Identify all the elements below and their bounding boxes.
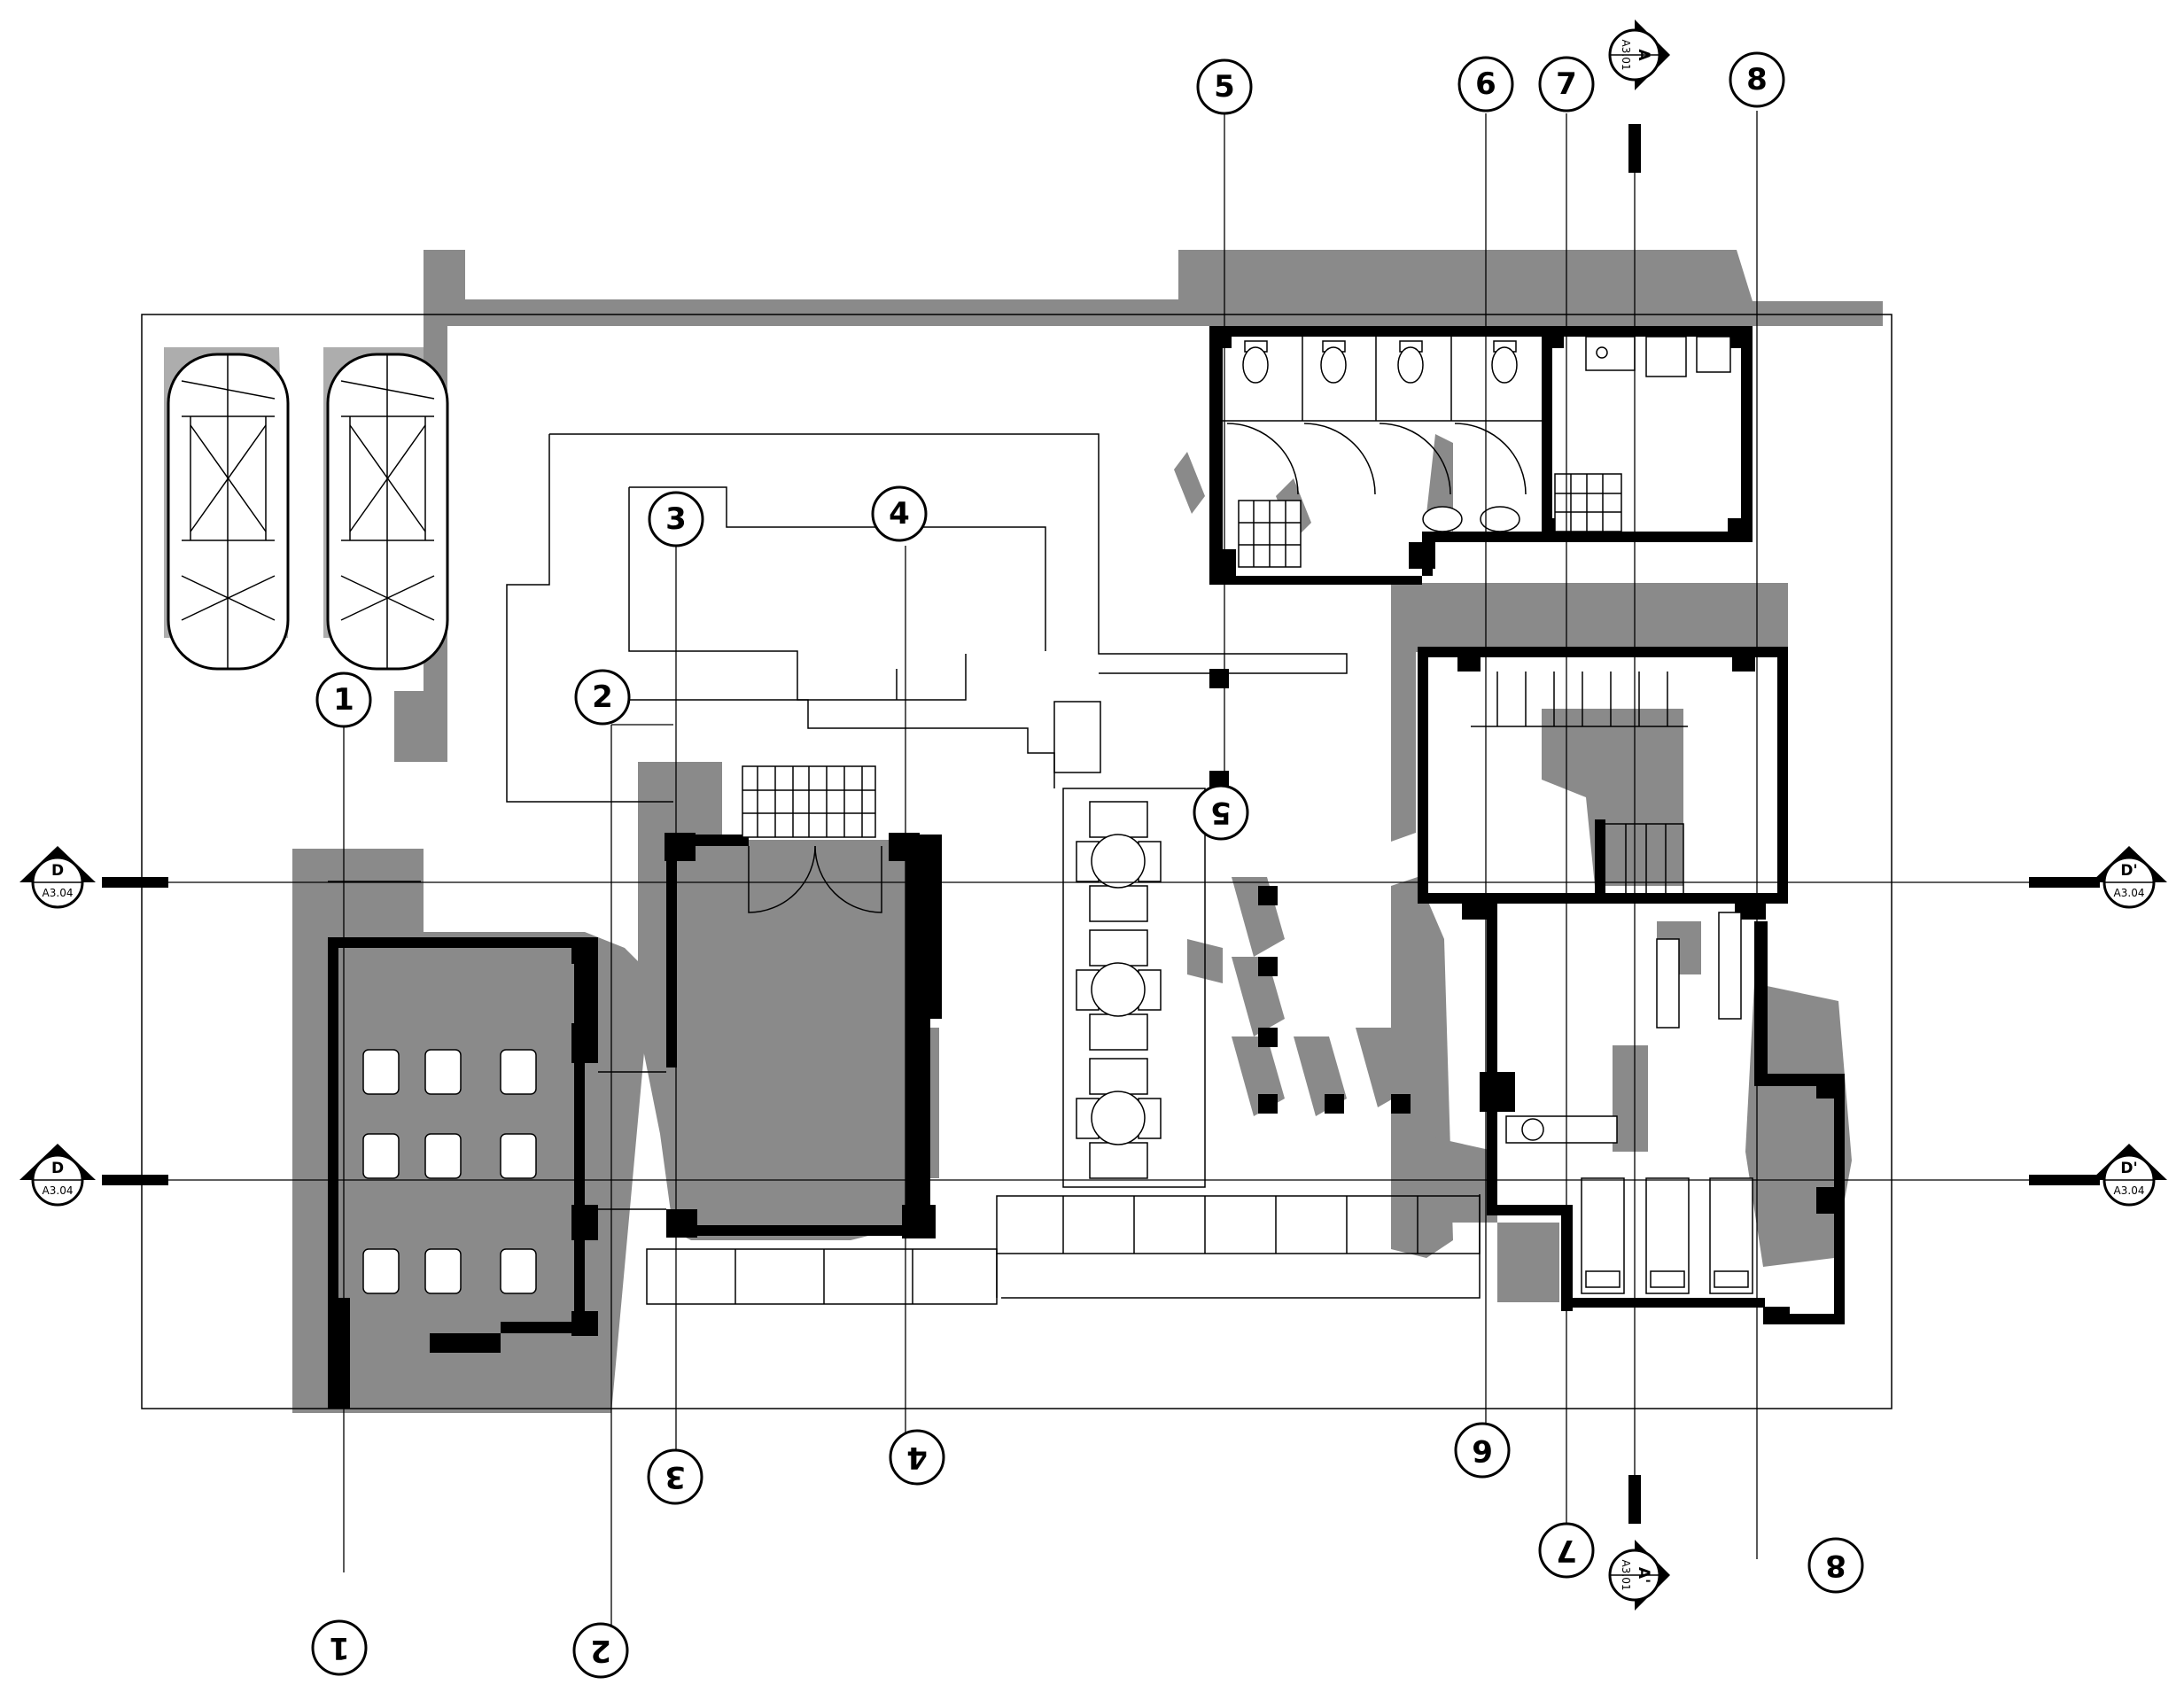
section-mark-d-lower-right: D' A3.04 — [2029, 1144, 2167, 1207]
svg-text:D': D' — [2120, 1160, 2137, 1177]
svg-text:A3.04: A3.04 — [2114, 1184, 2145, 1197]
section-mark-d-upper-right: D' A3.04 — [2029, 846, 2167, 909]
grid-bubble-2-top: 2 — [574, 669, 631, 726]
grid-bubble-1-bottom: 1 — [311, 1619, 368, 1676]
sink-icon — [1480, 506, 1520, 532]
armchair-icon — [362, 1133, 400, 1179]
svg-text:5: 5 — [1210, 795, 1232, 830]
grid-bubble-4-top: 4 — [871, 485, 928, 542]
grid-bubble-3-bottom: 3 — [647, 1448, 703, 1505]
grid-bubbles: 1 2 3 4 5 6 7 8 5 1 2 3 4 6 7 8 — [311, 51, 1864, 1679]
armchair-icon — [424, 1049, 462, 1095]
staircase — [1471, 672, 1688, 893]
dining-table-icon — [1076, 929, 1162, 1051]
grid-bubble-4-bottom: 4 — [889, 1429, 945, 1486]
svg-text:D: D — [51, 1160, 64, 1177]
svg-text:2: 2 — [590, 1633, 611, 1668]
svg-text:1: 1 — [329, 1630, 350, 1665]
grid-bubble-5-mid: 5 — [1193, 784, 1249, 841]
grid-bubble-6-top: 6 — [1457, 56, 1514, 113]
svg-text:7: 7 — [1556, 66, 1577, 102]
armchair-icon — [362, 1049, 400, 1095]
kitchen-sink-icon — [1585, 336, 1636, 371]
armchair-icon — [424, 1133, 462, 1179]
car-icon — [326, 353, 449, 671]
grid-bubble-8-top: 8 — [1729, 51, 1785, 108]
svg-text:A: A — [1635, 49, 1652, 61]
svg-text:A': A' — [1635, 1567, 1652, 1583]
svg-text:6: 6 — [1472, 1432, 1493, 1468]
section-mark-a-bottom: A' A3.01 — [1608, 1475, 1670, 1611]
armchair-icon — [362, 1248, 400, 1294]
treadmill-icon — [1709, 1177, 1753, 1294]
svg-text:5: 5 — [1214, 69, 1235, 105]
walls — [328, 326, 1845, 1409]
grid-bubble-8-bottom: 8 — [1807, 1537, 1864, 1594]
site-boundary — [141, 314, 1893, 1409]
section-marks: A A3.01 A' A3.01 D A3.04 — [19, 19, 2167, 1611]
exercise-machine-icon — [1505, 1115, 1618, 1144]
sink-icon — [1422, 506, 1463, 532]
dining-table-icon — [1076, 801, 1162, 922]
section-mark-a-top: A A3.01 — [1608, 19, 1670, 173]
armchair-icon — [424, 1248, 462, 1294]
interior-lines — [598, 337, 1688, 1305]
armchair-icon — [500, 1133, 537, 1179]
grid-lines — [168, 111, 2031, 1648]
svg-text:1: 1 — [333, 682, 354, 718]
svg-text:A3.01: A3.01 — [1620, 1560, 1632, 1591]
grid-bubble-2-bottom: 2 — [572, 1622, 629, 1679]
toilet-icon — [1491, 340, 1518, 384]
grid-bubble-7-bottom: 7 — [1538, 1522, 1595, 1579]
grid-bubble-1-top: 1 — [315, 672, 372, 728]
stove-icon — [1645, 336, 1687, 377]
grid-bubble-7-top: 7 — [1538, 56, 1595, 113]
dining-table-icon — [1076, 1058, 1162, 1179]
svg-text:3: 3 — [665, 1459, 686, 1494]
svg-text:A3.04: A3.04 — [2114, 887, 2145, 899]
svg-text:8: 8 — [1825, 1548, 1846, 1583]
exercise-machine-icon — [1656, 912, 1742, 1029]
section-mark-d-lower-left: D A3.04 — [19, 1144, 168, 1207]
svg-text:D: D — [51, 862, 64, 880]
svg-text:7: 7 — [1556, 1533, 1577, 1568]
svg-text:D': D' — [2120, 862, 2137, 880]
fridge-icon — [1696, 336, 1731, 373]
svg-text:2: 2 — [592, 679, 613, 715]
treadmill-icon — [1645, 1177, 1690, 1294]
svg-text:4: 4 — [906, 1440, 928, 1475]
car-icon — [167, 353, 290, 671]
svg-text:A3.04: A3.04 — [43, 1184, 74, 1197]
grid-bubble-6-bottom: 6 — [1454, 1422, 1511, 1479]
svg-text:A3.01: A3.01 — [1620, 40, 1632, 71]
svg-text:A3.04: A3.04 — [43, 887, 74, 899]
grid-bubble-3-top: 3 — [648, 491, 704, 547]
grid-bubble-5-top: 5 — [1196, 58, 1253, 115]
toilet-icon — [1242, 340, 1269, 384]
armchair-icon — [500, 1049, 537, 1095]
toilet-icon — [1397, 340, 1424, 384]
svg-text:3: 3 — [665, 501, 687, 537]
armchair-icon — [500, 1248, 537, 1294]
svg-text:8: 8 — [1746, 62, 1768, 97]
toilet-icon — [1320, 340, 1347, 384]
section-mark-d-upper-left: D A3.04 — [19, 846, 168, 909]
svg-text:6: 6 — [1475, 66, 1496, 102]
svg-text:4: 4 — [889, 496, 910, 532]
furniture — [167, 336, 1753, 1294]
treadmill-icon — [1581, 1177, 1625, 1294]
